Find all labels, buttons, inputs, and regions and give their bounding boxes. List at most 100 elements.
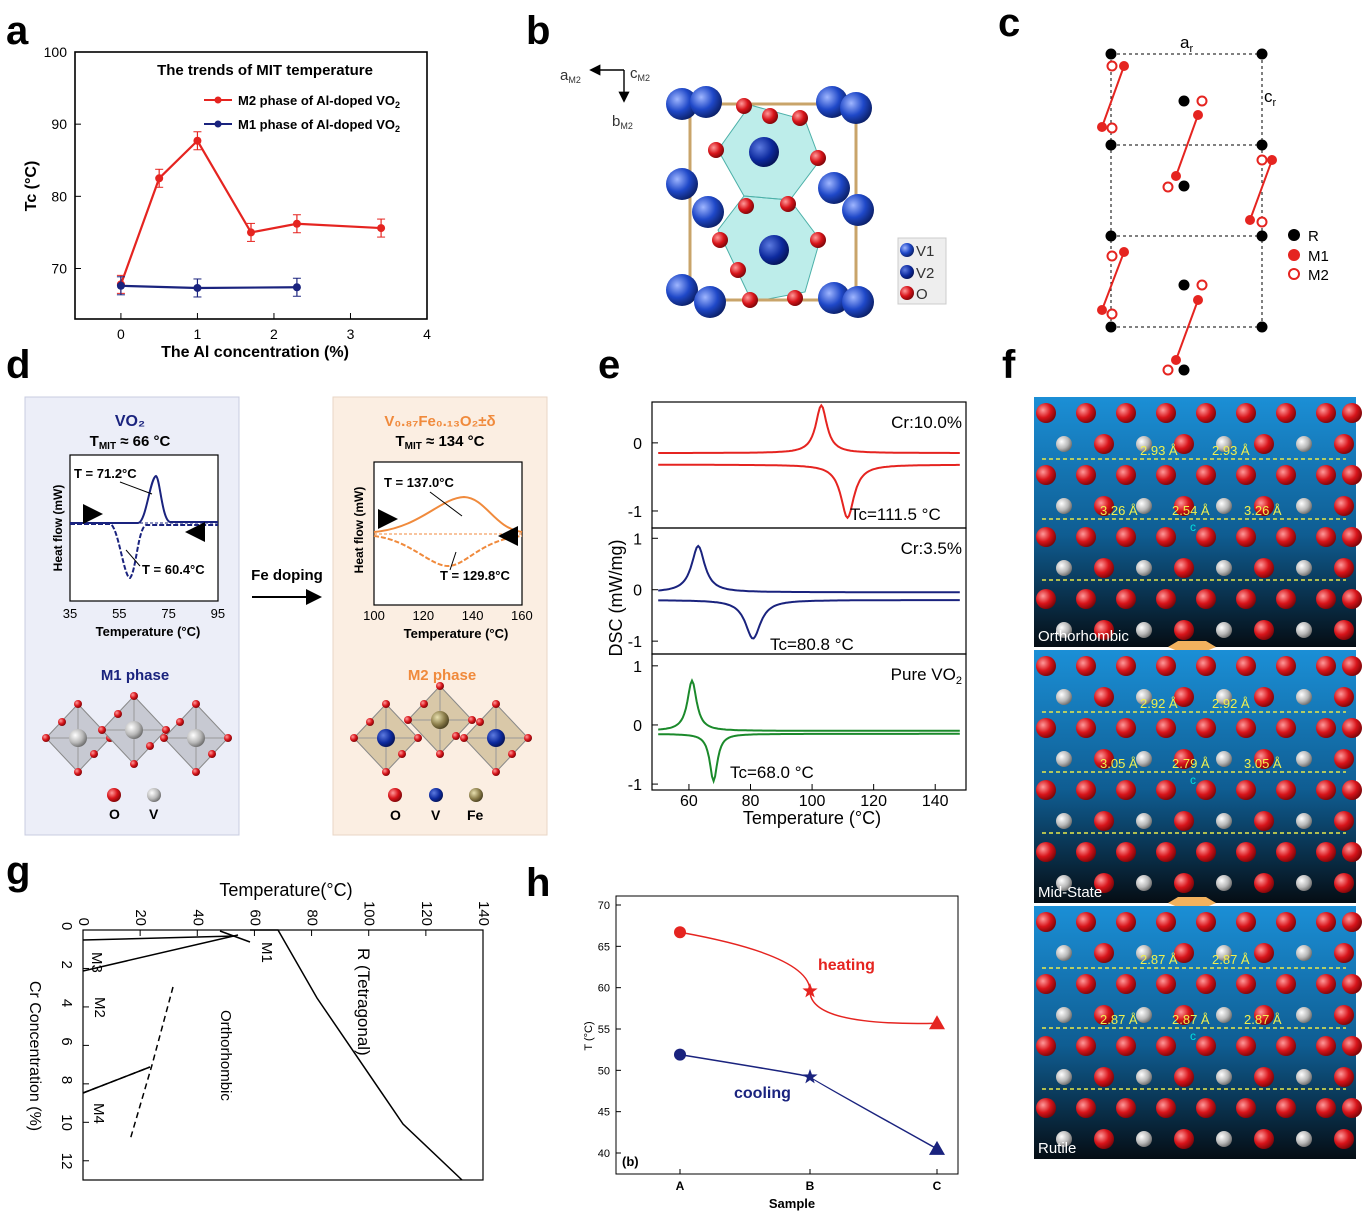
panel-g-xtick-label: 120 <box>418 901 435 926</box>
panel-e-ytick-label: 1 <box>633 659 642 676</box>
panel-g-boundaries <box>82 929 463 1181</box>
panel-c-r-atom <box>1178 180 1190 192</box>
panel-g-ytick-label: 2 <box>58 960 75 968</box>
panel-f-o-atom <box>1036 1098 1056 1118</box>
panel-c-r-atom <box>1256 321 1268 333</box>
panel-f-o-atom <box>1036 656 1056 676</box>
panel-b-v2-atom <box>749 137 779 167</box>
panel-g-frame <box>82 929 484 1181</box>
panel-f-o-atom <box>1254 1129 1274 1149</box>
panel-f-o-atom <box>1254 496 1274 516</box>
panel-f-o-atom <box>1116 718 1136 738</box>
panel-d-right-xtick-label: 100 <box>363 608 385 623</box>
panel-f-o-atom <box>1174 749 1194 769</box>
panel-f-o-atom <box>1276 1036 1296 1056</box>
panel-label-c: c <box>998 1 1020 45</box>
svg-text:cM2: cM2 <box>630 65 650 83</box>
panel-a-ylabel: Tc (°C) <box>23 161 40 212</box>
panel-d-right-o-atom <box>382 768 390 776</box>
panel-c-m1-atom <box>1267 155 1277 165</box>
panel-f-o-atom <box>1116 589 1136 609</box>
panel-d-left-o-atom <box>98 726 106 734</box>
panel-d-left-legend-v: V <box>149 806 159 822</box>
panel-c-r-atom <box>1178 364 1190 376</box>
panel-h-ytick-label: 70 <box>598 900 610 912</box>
panel-f-axis-c: c <box>1190 1029 1196 1043</box>
panel-g-region-m3: M3 <box>88 952 105 973</box>
panel-f-o-atom <box>1236 1098 1256 1118</box>
panel-f-v-atom <box>1056 875 1072 891</box>
panel-f-o-atom <box>1236 656 1256 676</box>
panel-d-left-heating-curve <box>70 474 218 524</box>
panel-f-o-atom <box>1174 873 1194 893</box>
panel-b-structure: aM2 cM2 bM2 V1 V2 O <box>560 64 947 318</box>
panel-f-o-atom <box>1094 1067 1114 1087</box>
panel-d-right-o-atom <box>524 734 532 742</box>
panel-f-o-atom <box>1316 912 1336 932</box>
panel-f-v-atom <box>1056 498 1072 514</box>
panel-d-right-center-atom <box>431 711 449 729</box>
panel-d-left-o-atom <box>74 700 82 708</box>
panel-c-m1-atom <box>1097 122 1107 132</box>
panel-f-o-atom <box>1116 527 1136 547</box>
panel-c-m2-atom <box>1106 60 1118 72</box>
legend-v2-label: V2 <box>916 265 934 282</box>
panel-f-o-atom <box>1156 842 1176 862</box>
panel-c-m1-atom <box>1193 295 1203 305</box>
panel-b-o-atom <box>742 292 758 308</box>
panel-f-o-atom <box>1174 1129 1194 1149</box>
panel-f-distance-label: 3.26 Å <box>1100 503 1138 518</box>
panel-f-o-atom <box>1334 943 1354 963</box>
panel-e-ytick-label: 0 <box>633 718 642 735</box>
panel-f-o-atom <box>1334 558 1354 578</box>
panel-a-ytick-label: 80 <box>51 188 67 204</box>
panel-f-distance-label: 2.54 Å <box>1172 503 1210 518</box>
panel-c-m1-bond <box>1249 159 1273 221</box>
panel-f-o-atom <box>1236 718 1256 738</box>
panel-d-left-o-atom <box>42 734 50 742</box>
panel-d-right-ylabel: Heat flow (mW) <box>352 487 366 574</box>
legend-m1-marker <box>1288 249 1300 261</box>
panel-f-o-atom <box>1342 912 1362 932</box>
panel-f-v-atom <box>1216 498 1232 514</box>
panel-f-o-atom <box>1342 589 1362 609</box>
panel-f-o-atom <box>1342 1098 1362 1118</box>
panel-f-o-atom <box>1076 465 1096 485</box>
panel-e-cooling-curve <box>658 599 960 640</box>
panel-g-ylabel: Cr Concentration (%) <box>26 981 43 1131</box>
panel-f-o-atom <box>1276 912 1296 932</box>
panel-f-o-atom <box>1036 403 1056 423</box>
panel-f-o-atom <box>1076 842 1096 862</box>
panel-d-left-o-atom <box>192 700 200 708</box>
panel-f-o-atom <box>1036 974 1056 994</box>
panel-f-o-atom <box>1094 749 1114 769</box>
panel-f-v-atom <box>1136 751 1152 767</box>
panel-b-o-atom <box>708 142 724 158</box>
panel-f-distance-label: 2.87 Å <box>1140 952 1178 967</box>
panel-f-v-atom <box>1056 1007 1072 1023</box>
panel-d-left-tmit-sub: MIT <box>99 441 116 452</box>
panel-c-r-atom <box>1178 279 1190 291</box>
panel-f-o-atom <box>1236 527 1256 547</box>
panel-f-o-atom <box>1236 842 1256 862</box>
panel-c-m2-atom <box>1106 250 1118 262</box>
panel-b-v1-atom <box>818 172 850 204</box>
svg-text:ar: ar <box>1180 33 1193 55</box>
panel-f-o-atom <box>1076 912 1096 932</box>
panel-d-right-xlabel: Temperature (°C) <box>404 626 509 641</box>
panel-f-v-atom <box>1136 945 1152 961</box>
panel-b-axis-b-sub: M2 <box>620 121 633 131</box>
panel-f-o-atom <box>1316 589 1336 609</box>
panel-b-o-atom <box>730 262 746 278</box>
panel-d-right-o-atom <box>476 718 484 726</box>
panel-f-o-atom <box>1236 403 1256 423</box>
panel-f-v-atom <box>1216 813 1232 829</box>
panel-f-o-atom <box>1196 974 1216 994</box>
panel-f-o-atom <box>1156 527 1176 547</box>
panel-d-left-o-atom <box>224 734 232 742</box>
panel-e-tc-annotation: Tc=68.0 °C <box>730 763 814 782</box>
panel-d-right-heating-curve <box>373 495 523 533</box>
panel-d-left-xtick-label: 35 <box>63 606 77 621</box>
